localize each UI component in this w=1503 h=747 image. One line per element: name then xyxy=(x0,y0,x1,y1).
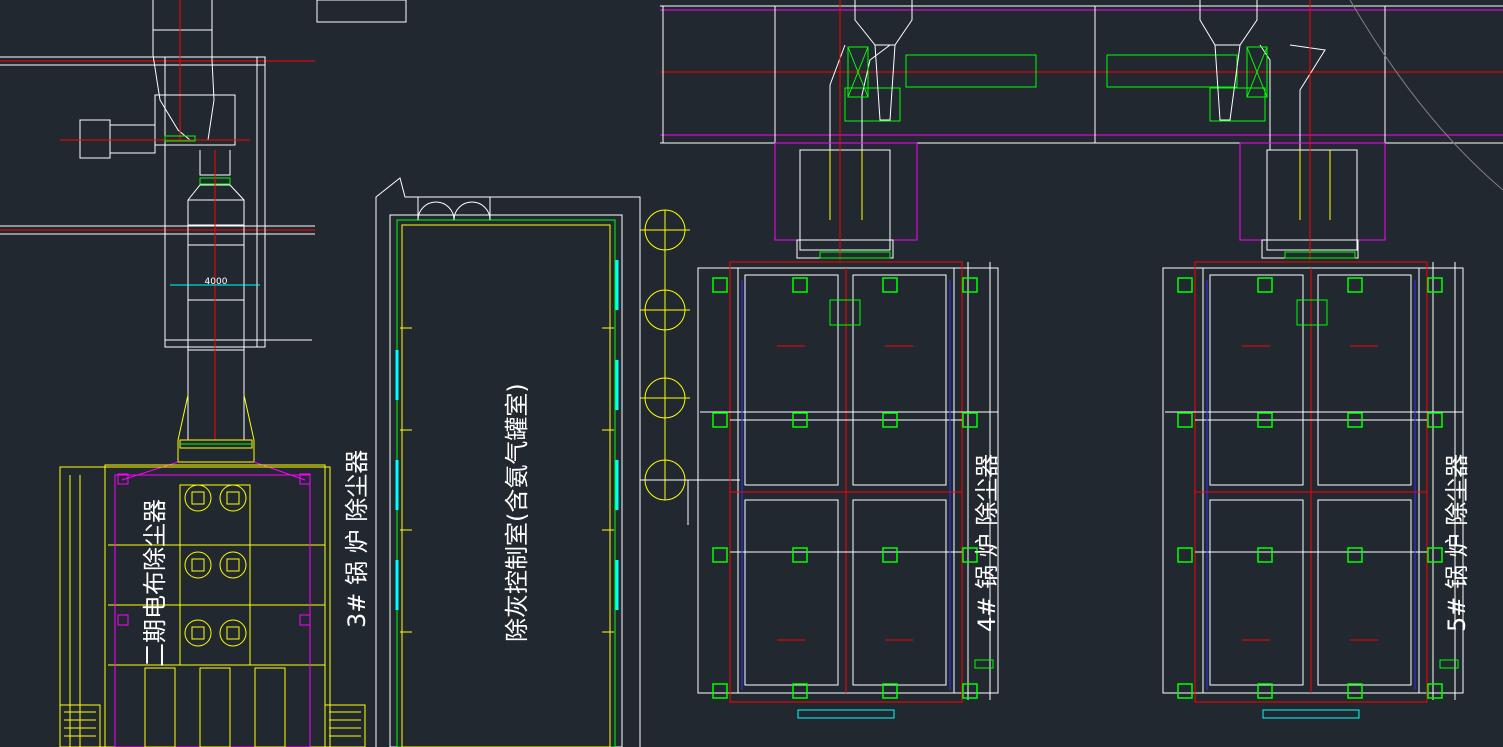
precipitator-boiler5-dashes xyxy=(1242,345,1378,641)
ammonia-tanks xyxy=(640,209,740,525)
precipitator-boiler4-markers xyxy=(712,277,978,699)
boiler4-inlet-duct xyxy=(774,0,918,260)
top-duct-band xyxy=(660,0,1503,191)
precipitator-boiler4 xyxy=(697,261,999,719)
precipitator-boiler4-dashes xyxy=(777,345,913,641)
label-precipitator-phase2: 二期电布除尘器 xyxy=(141,499,169,667)
precipitator-boiler5 xyxy=(1162,261,1464,719)
boiler5-inlet-duct xyxy=(1199,0,1386,260)
precipitator-phase2 xyxy=(59,464,366,747)
label-boiler5-precipitator: 5# 锅 炉 除尘器 xyxy=(1443,454,1471,632)
label-control-room: 除灰控制室(含氨气罐室) xyxy=(503,383,531,642)
label-boiler4-precipitator: 4# 锅 炉 除尘器 xyxy=(973,454,1001,632)
dimension-label: 4000 xyxy=(205,277,228,287)
left-duct-system xyxy=(0,0,407,481)
precipitator-boiler5-markers xyxy=(1177,277,1443,699)
control-room xyxy=(375,177,641,747)
label-boiler3-precipitator: 3# 锅 炉 除尘器 xyxy=(343,450,371,628)
